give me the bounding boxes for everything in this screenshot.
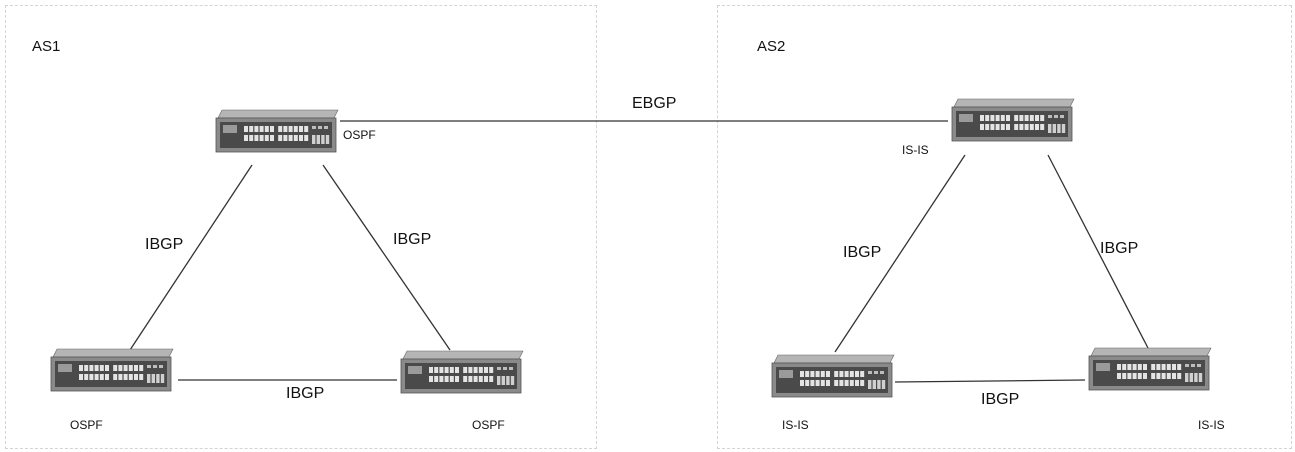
switch-as1-bottom-left bbox=[50, 348, 174, 392]
as1-left-link bbox=[129, 164, 253, 351]
as1-bottom-left-protocol: OSPF bbox=[70, 418, 103, 432]
as2-bottom-left-protocol: IS-IS bbox=[782, 418, 809, 432]
switch-as2-bottom-right bbox=[1088, 347, 1212, 391]
as2-bottom-link bbox=[894, 379, 1086, 383]
as1-right-link bbox=[322, 164, 451, 351]
switch-as1-bottom-right bbox=[400, 350, 524, 394]
switch-as2-top bbox=[951, 98, 1075, 142]
as1-boundary bbox=[5, 5, 597, 449]
as1-right-ibgp-label: IBGP bbox=[393, 231, 432, 248]
as1-bottom-right-protocol: OSPF bbox=[472, 418, 505, 432]
as2-left-ibgp-label: IBGP bbox=[843, 244, 882, 261]
ebgp-label: EBGP bbox=[632, 95, 677, 112]
as2-top-protocol: IS-IS bbox=[902, 143, 929, 157]
as1-label: AS1 bbox=[32, 38, 61, 55]
as1-bottom-ibgp-label: IBGP bbox=[286, 385, 325, 402]
as2-right-ibgp-label: IBGP bbox=[1100, 240, 1139, 257]
as2-label: AS2 bbox=[757, 38, 786, 55]
as1-top-protocol: OSPF bbox=[343, 128, 376, 142]
as2-boundary bbox=[717, 5, 1292, 449]
as2-right-link bbox=[1047, 154, 1149, 349]
switch-as1-top bbox=[215, 109, 339, 153]
as2-bottom-ibgp-label: IBGP bbox=[981, 391, 1020, 408]
as2-bottom-right-protocol: IS-IS bbox=[1198, 418, 1225, 432]
as2-left-link bbox=[834, 154, 966, 353]
switch-as2-bottom-left bbox=[771, 354, 895, 398]
as1-left-ibgp-label: IBGP bbox=[145, 236, 184, 253]
